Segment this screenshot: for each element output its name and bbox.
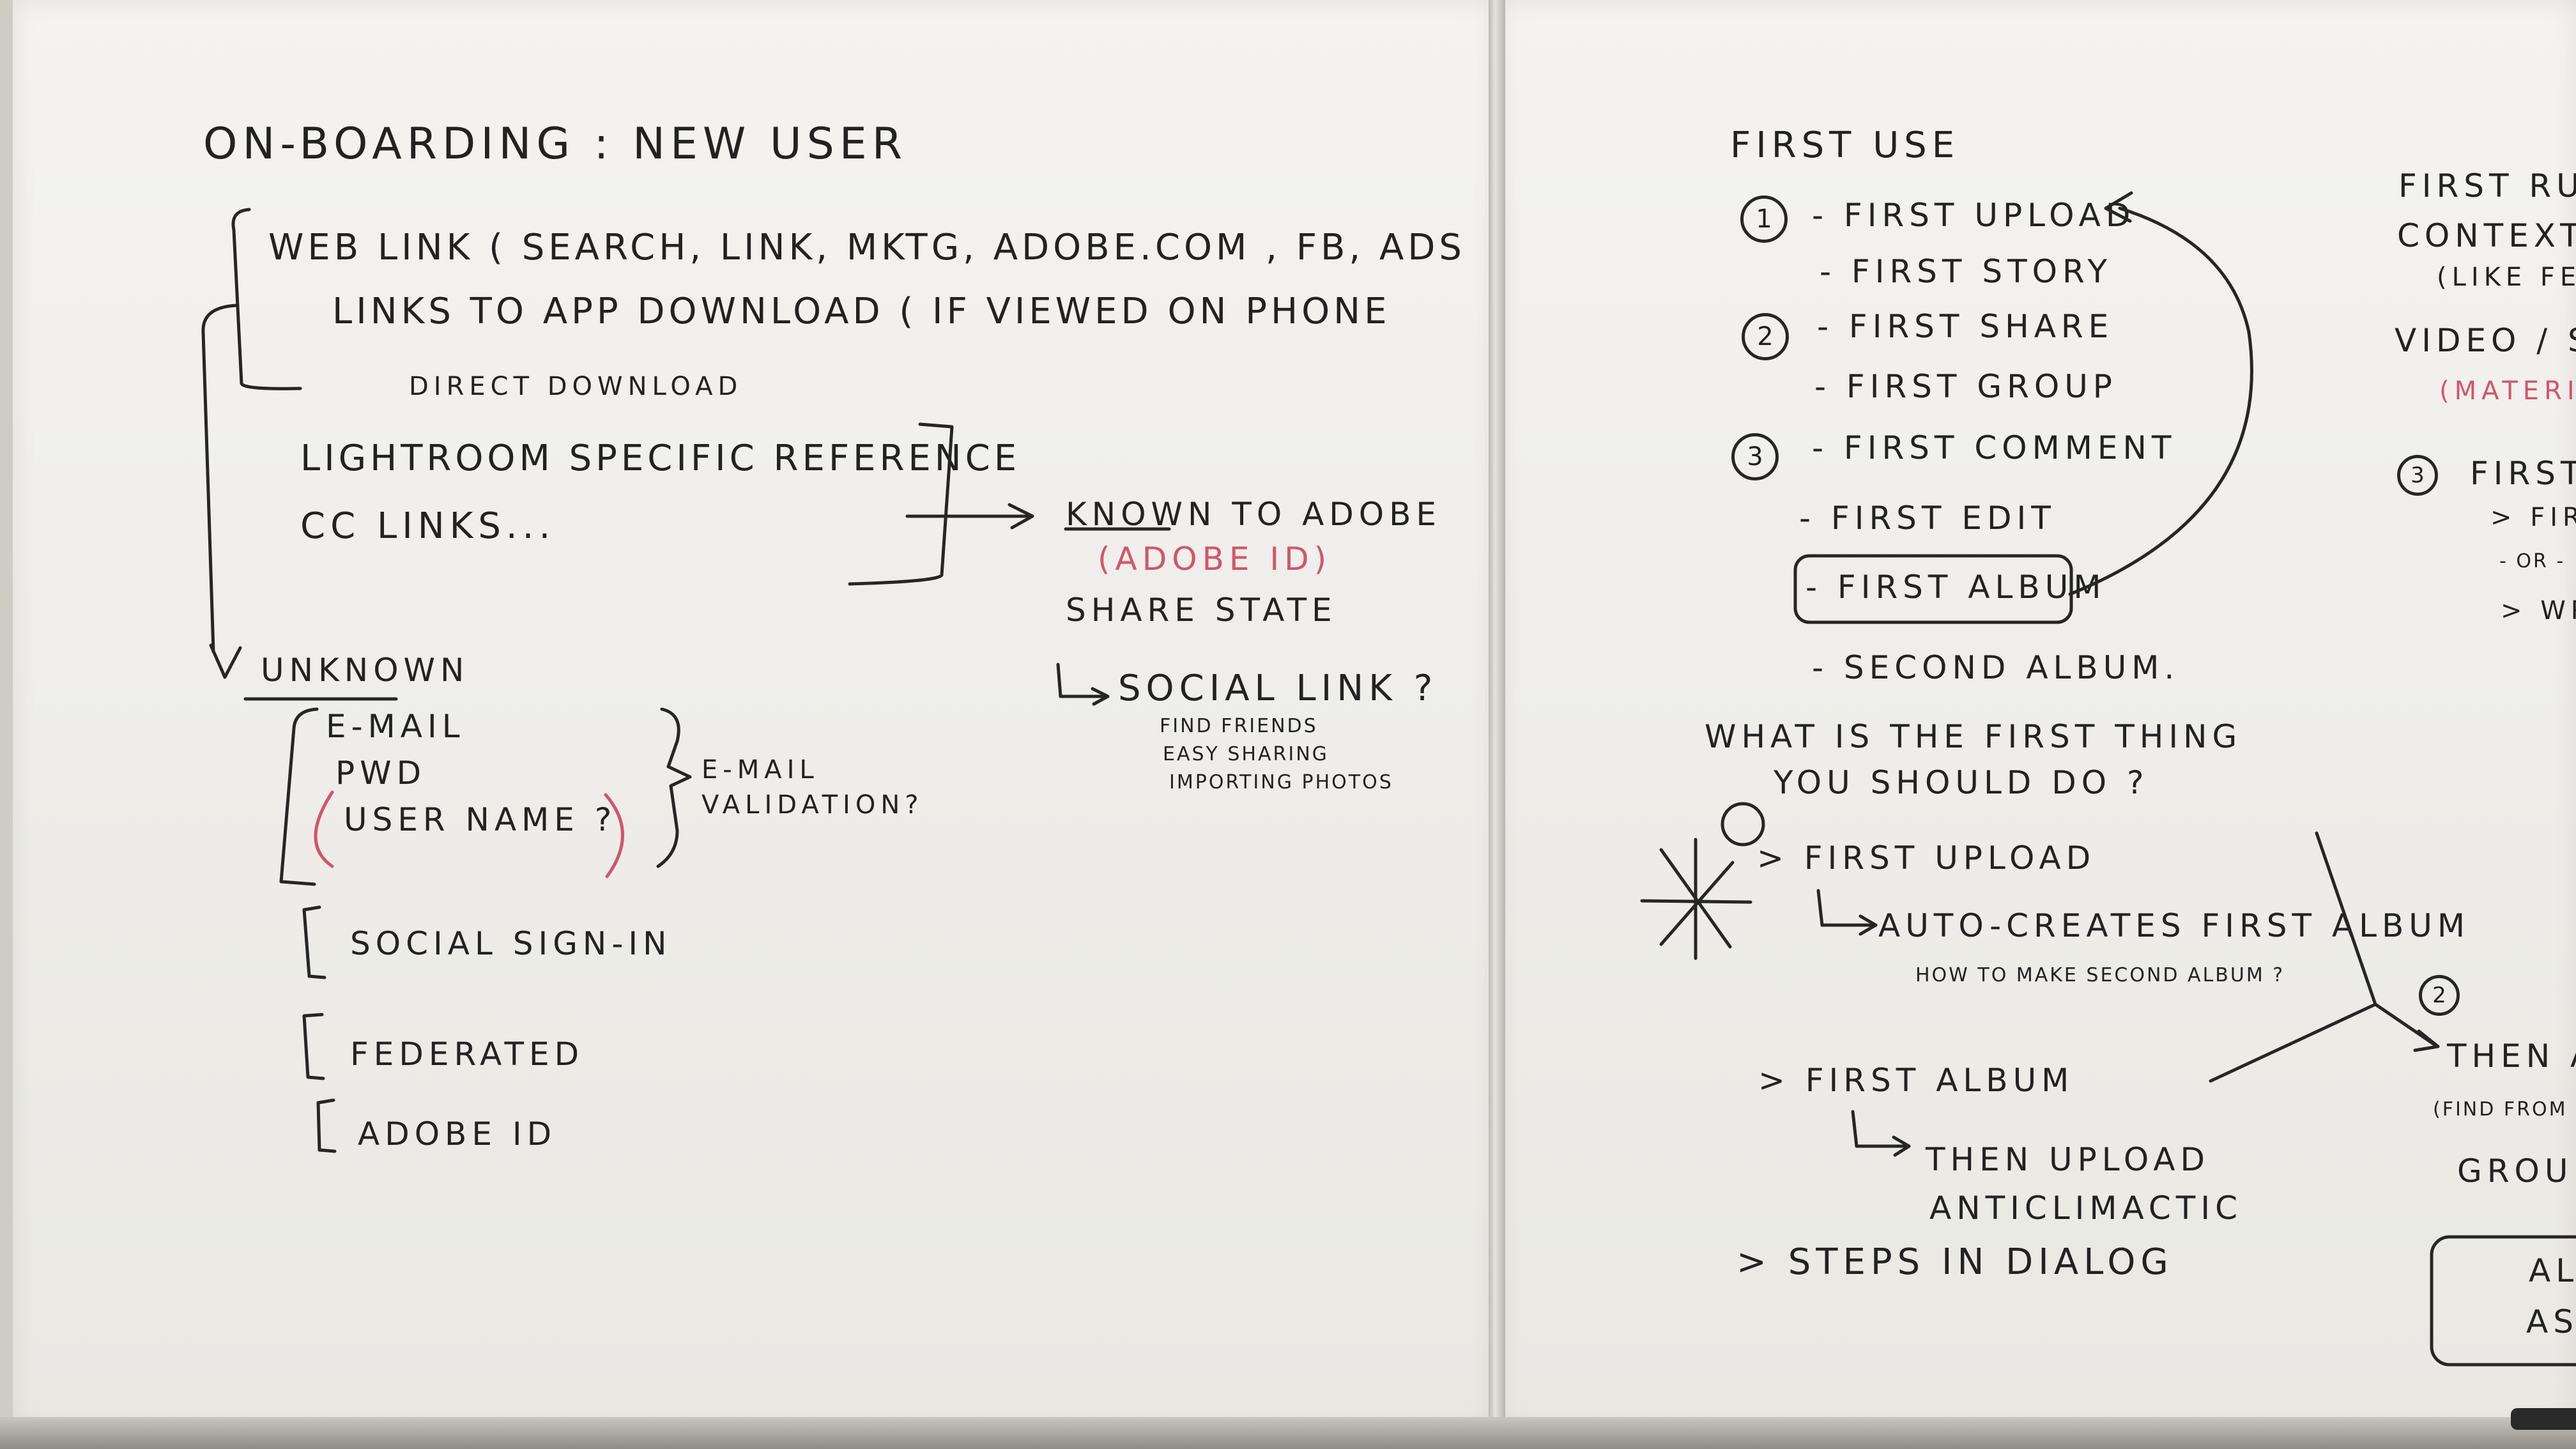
far-like-fe: (LIKE FE [2437,263,2576,292]
first-use-title: FIRST USE [1730,125,1960,166]
adobe-id-text: ADOBE ID [358,1116,557,1153]
cc-links-text: CC LINKS... [300,505,556,547]
then-upload-text: THEN UPLOAD [1926,1141,2211,1178]
far-wr: > WR [2501,596,2576,625]
far-step-3-badge: 3 [2397,455,2438,496]
whiteboard-right [1500,0,2576,1426]
step-3-badge: 3 [1731,433,1779,480]
step-2-badge: 2 [1742,313,1789,360]
onboarding-title: ON-BOARDING : NEW USER [203,119,908,169]
whiteboard-left [13,0,1494,1426]
far-step-2-number: 2 [2432,983,2446,1008]
first-story-item: - FIRST STORY [1820,253,2113,290]
importing-photos-text: IMPORTING PHOTOS [1169,771,1393,793]
far-step-3-number: 3 [2411,463,2425,488]
marker-tray [0,1417,2576,1449]
unknown-text: UNKNOWN [261,652,470,689]
option-steps-dialog: > STEPS IN DIALOG [1736,1241,2174,1283]
federated-text: FEDERATED [350,1036,585,1073]
question-line2: YOU SHOULD DO ? [1774,764,2149,801]
adobe-id-red-text: (ADOBE ID) [1098,540,1332,578]
far-first-run: FIRST RUN [2398,167,2576,204]
marker [2511,1408,2576,1430]
known-to-adobe-text: KNOWN TO ADOBE [1066,496,1442,533]
first-upload-item: - FIRST UPLOAD [1812,197,2136,234]
lightroom-reference-text: LIGHTROOM SPECIFIC REFERENCE [300,438,1021,479]
email-validation-line1: E-MAIL [702,755,819,785]
social-sign-in-text: SOCIAL SIGN-IN [350,925,672,962]
step-2-number: 2 [1757,322,1774,351]
far-video: VIDEO / SL [2395,322,2576,359]
direct-download-text: DIRECT DOWNLOAD [409,372,743,401]
email-text: E-MAIL [326,708,465,745]
find-friends-text: FIND FRIENDS [1160,715,1318,737]
far-alb: ALB [2529,1252,2576,1289]
board-divider [1489,0,1505,1426]
step-1-number: 1 [1756,204,1772,234]
first-comment-item: - FIRST COMMENT [1812,429,2177,466]
links-app-download-text: LINKS TO APP DOWNLOAD ( IF VIEWED ON PHO… [332,291,1391,332]
share-state-text: SHARE STATE [1066,592,1337,629]
far-or: - OR - [2499,550,2566,572]
pwd-text: PWD [335,755,427,792]
first-edit-item: - FIRST EDIT [1799,500,2056,537]
far-contextual: CONTEXTUAL [2397,217,2576,254]
easy-sharing-text: EASY SHARING [1163,743,1329,765]
far-firs: > FIRS [2490,503,2576,532]
far-groups: GROUPS ? [2457,1153,2576,1190]
first-share-item: - FIRST SHARE [1817,308,2114,345]
second-album-item: - SECOND ALBUM. [1812,649,2180,686]
far-first: FIRST [2470,455,2576,492]
auto-creates-text: AUTO-CREATES FIRST ALBUM [1878,907,2470,944]
first-album-item: - FIRST ALBUM [1805,569,2106,606]
step-3-number: 3 [1747,442,1763,471]
option-first-album: > FIRST ALBUM [1758,1062,2074,1099]
question-line1: WHAT IS THE FIRST THING [1705,718,2242,755]
far-step-2-badge: 2 [2419,975,2460,1016]
how-second-album-text: HOW TO MAKE SECOND ALBUM ? [1915,964,2285,986]
option-first-upload: > FIRST UPLOAD [1757,839,2096,877]
far-as: AS [2526,1303,2576,1340]
email-validation-line2: VALIDATION? [702,790,924,820]
far-find-from: (FIND FROM F [2433,1098,2576,1121]
social-link-text: SOCIAL LINK ? [1118,668,1438,709]
step-1-badge: 1 [1740,195,1788,243]
web-link-text: WEB LINK ( SEARCH, LINK, MKTG, ADOBE.COM… [268,227,1466,268]
far-material: (MATERIA [2439,376,2576,406]
username-text: USER NAME ? [344,801,617,838]
first-group-item: - FIRST GROUP [1814,368,2117,405]
far-then-al: THEN AL [2447,1038,2576,1075]
anticlimactic-text: ANTICLIMACTIC [1929,1190,2242,1227]
